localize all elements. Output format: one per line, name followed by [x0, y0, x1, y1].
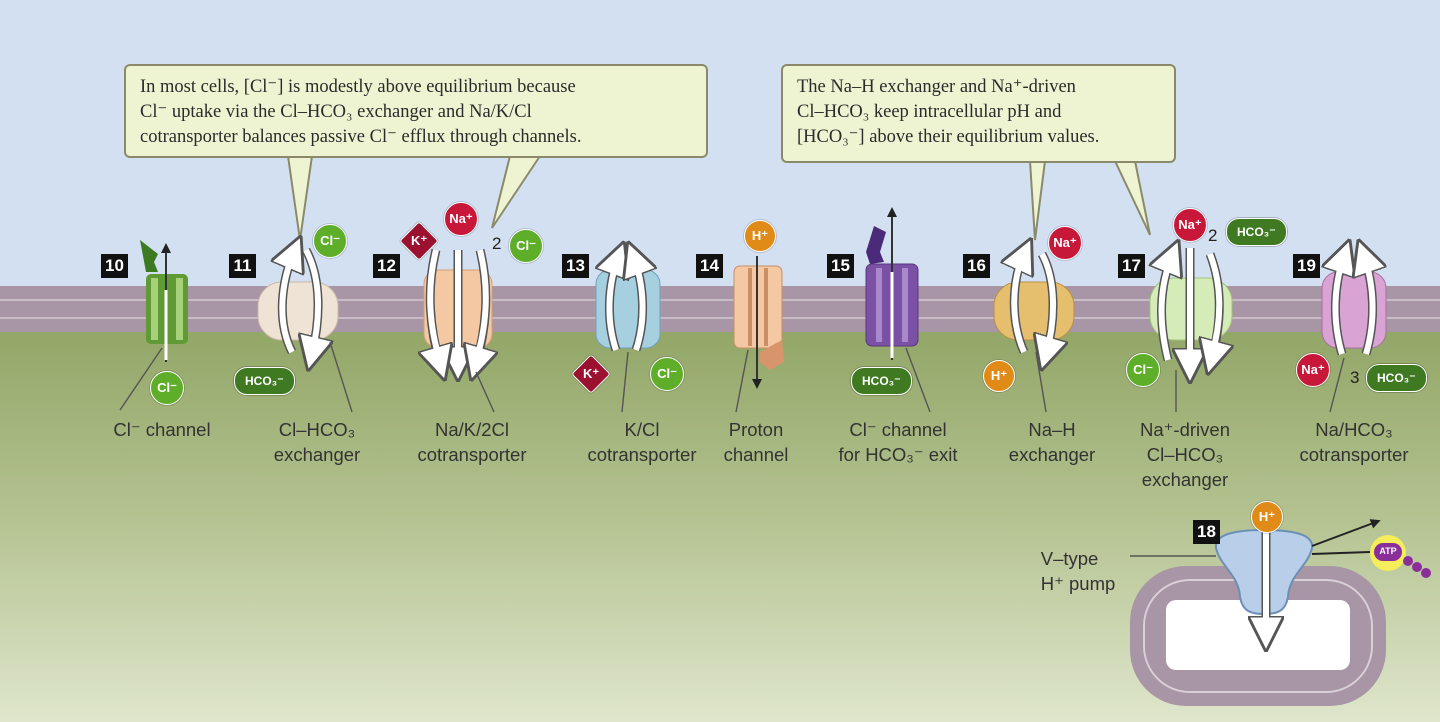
bicarbonate-ion: HCO₃⁻ — [1366, 364, 1427, 392]
transporter-number-15: 15 — [827, 254, 854, 278]
potassium-ion-label: K⁺ — [582, 366, 600, 381]
cl-hco3-exchanger-protein — [257, 250, 353, 413]
label-line: Na/K/2Cl — [434, 419, 510, 440]
label-line: Cl⁻ channel — [113, 419, 211, 440]
label-line: Na⁺-driven — [1140, 419, 1230, 440]
transporter-label-17: Na⁺-driven Cl–HCO₃ exchanger — [1140, 417, 1230, 492]
callout-line: cotransporter balances passive Cl⁻ efflu… — [140, 127, 582, 147]
bicarbonate-ion: HCO₃⁻ — [1226, 218, 1287, 246]
transporter-number-10: 10 — [101, 254, 128, 278]
transporter-number-13: 13 — [562, 254, 589, 278]
transporter-number-16: 16 — [963, 254, 990, 278]
label-line: Cl⁻ channel — [849, 419, 947, 440]
chloride-ion: Cl⁻ — [313, 224, 347, 258]
chloride-ion: Cl⁻ — [650, 357, 684, 391]
transporter-label-16: Na–H exchanger — [1009, 417, 1095, 467]
label-line: exchanger — [1008, 444, 1096, 465]
callout-ph-regulation: The Na–H exchanger and Na⁺-driven Cl–HCO… — [781, 64, 1176, 163]
callout-chloride-balance: In most cells, [Cl⁻] is modestly above e… — [124, 64, 708, 158]
na-h-exchanger-protein — [993, 254, 1075, 413]
transporter-number-17: 17 — [1118, 254, 1145, 278]
label-line: Cl–HCO₃ — [278, 419, 356, 440]
transporter-label-10: Cl⁻ channel — [113, 417, 210, 442]
label-line: Cl–HCO₃ — [1146, 444, 1224, 465]
transporter-label-13: K/Cl cotransporter — [588, 417, 697, 467]
label-line: cotransporter — [417, 444, 527, 465]
na-driven-cl-hco3-exchanger-protein — [1150, 248, 1232, 412]
transporter-label-11: Cl–HCO₃ exchanger — [274, 417, 360, 467]
hco3-exit-channel-protein — [865, 207, 931, 413]
atp-label: ATP — [1379, 546, 1397, 556]
sodium-ion: Na⁺ — [1296, 353, 1330, 387]
stoichiometry-label: 2 — [492, 234, 502, 253]
chloride-ion: Cl⁻ — [509, 229, 543, 263]
label-line: channel — [723, 444, 789, 465]
transporter-label-19: Na/HCO₃ cotransporter — [1300, 417, 1409, 467]
label-line: Proton — [728, 419, 784, 440]
transporter-label-15: Cl⁻ channel for HCO₃⁻ exit — [838, 417, 957, 467]
pump-number-18: 18 — [1193, 520, 1220, 544]
na-k-2cl-cotransporter-protein — [424, 248, 494, 413]
proton-ion: H⁺ — [1251, 501, 1283, 533]
label-line: H⁺ pump — [1040, 573, 1116, 594]
transporter-label-12: Na/K/2Cl cotransporter — [418, 417, 527, 467]
label-line: V–type — [1040, 548, 1099, 569]
label-line: cotransporter — [587, 444, 697, 465]
callout-line: Cl⁻ uptake via the Cl–HCO₃ exchanger and… — [140, 102, 532, 122]
label-line: for HCO₃⁻ exit — [838, 444, 958, 465]
label-line: exchanger — [1141, 469, 1229, 490]
transporter-number-14: 14 — [696, 254, 723, 278]
na-hco3-cotransporter-protein — [1322, 256, 1386, 413]
stoichiometry-label: 3 — [1350, 368, 1360, 387]
callout-line: The Na–H exchanger and Na⁺-driven — [797, 77, 1076, 97]
label-line: cotransporter — [1299, 444, 1409, 465]
stoichiometry-label: 2 — [1208, 226, 1218, 245]
transporter-number-19: 19 — [1293, 254, 1320, 278]
callout-line: [HCO₃⁻] above their equilibrium values. — [797, 127, 1100, 147]
chloride-ion: Cl⁻ — [1126, 353, 1160, 387]
proton-channel-protein — [733, 256, 784, 413]
v-type-pump-protein — [1130, 519, 1431, 634]
k-cl-cotransporter-protein — [596, 258, 661, 413]
sodium-ion: Na⁺ — [1048, 226, 1082, 260]
sodium-ion: Na⁺ — [1173, 208, 1207, 242]
label-line: exchanger — [273, 444, 361, 465]
transporter-label-14: Proton channel — [724, 417, 789, 467]
callout-line: In most cells, [Cl⁻] is modestly above e… — [140, 77, 576, 97]
label-line: Na–H — [1028, 419, 1076, 440]
chloride-ion: Cl⁻ — [150, 371, 184, 405]
proton-ion: H⁺ — [983, 360, 1015, 392]
sodium-ion: Na⁺ — [444, 202, 478, 236]
proton-ion: H⁺ — [744, 220, 776, 252]
bicarbonate-ion: HCO₃⁻ — [234, 367, 295, 395]
transporter-number-12: 12 — [373, 254, 400, 278]
pump-label-18: V–type H⁺ pump — [1041, 546, 1116, 596]
bicarbonate-ion: HCO₃⁻ — [851, 367, 912, 395]
transporter-number-11: 11 — [229, 254, 256, 278]
cl-channel-protein — [119, 240, 188, 411]
label-line: Na/HCO₃ — [1315, 419, 1393, 440]
callout-line: Cl–HCO₃ keep intracellular pH and — [797, 102, 1062, 122]
label-line: K/Cl — [624, 419, 660, 440]
potassium-ion-label: K⁺ — [410, 233, 428, 248]
